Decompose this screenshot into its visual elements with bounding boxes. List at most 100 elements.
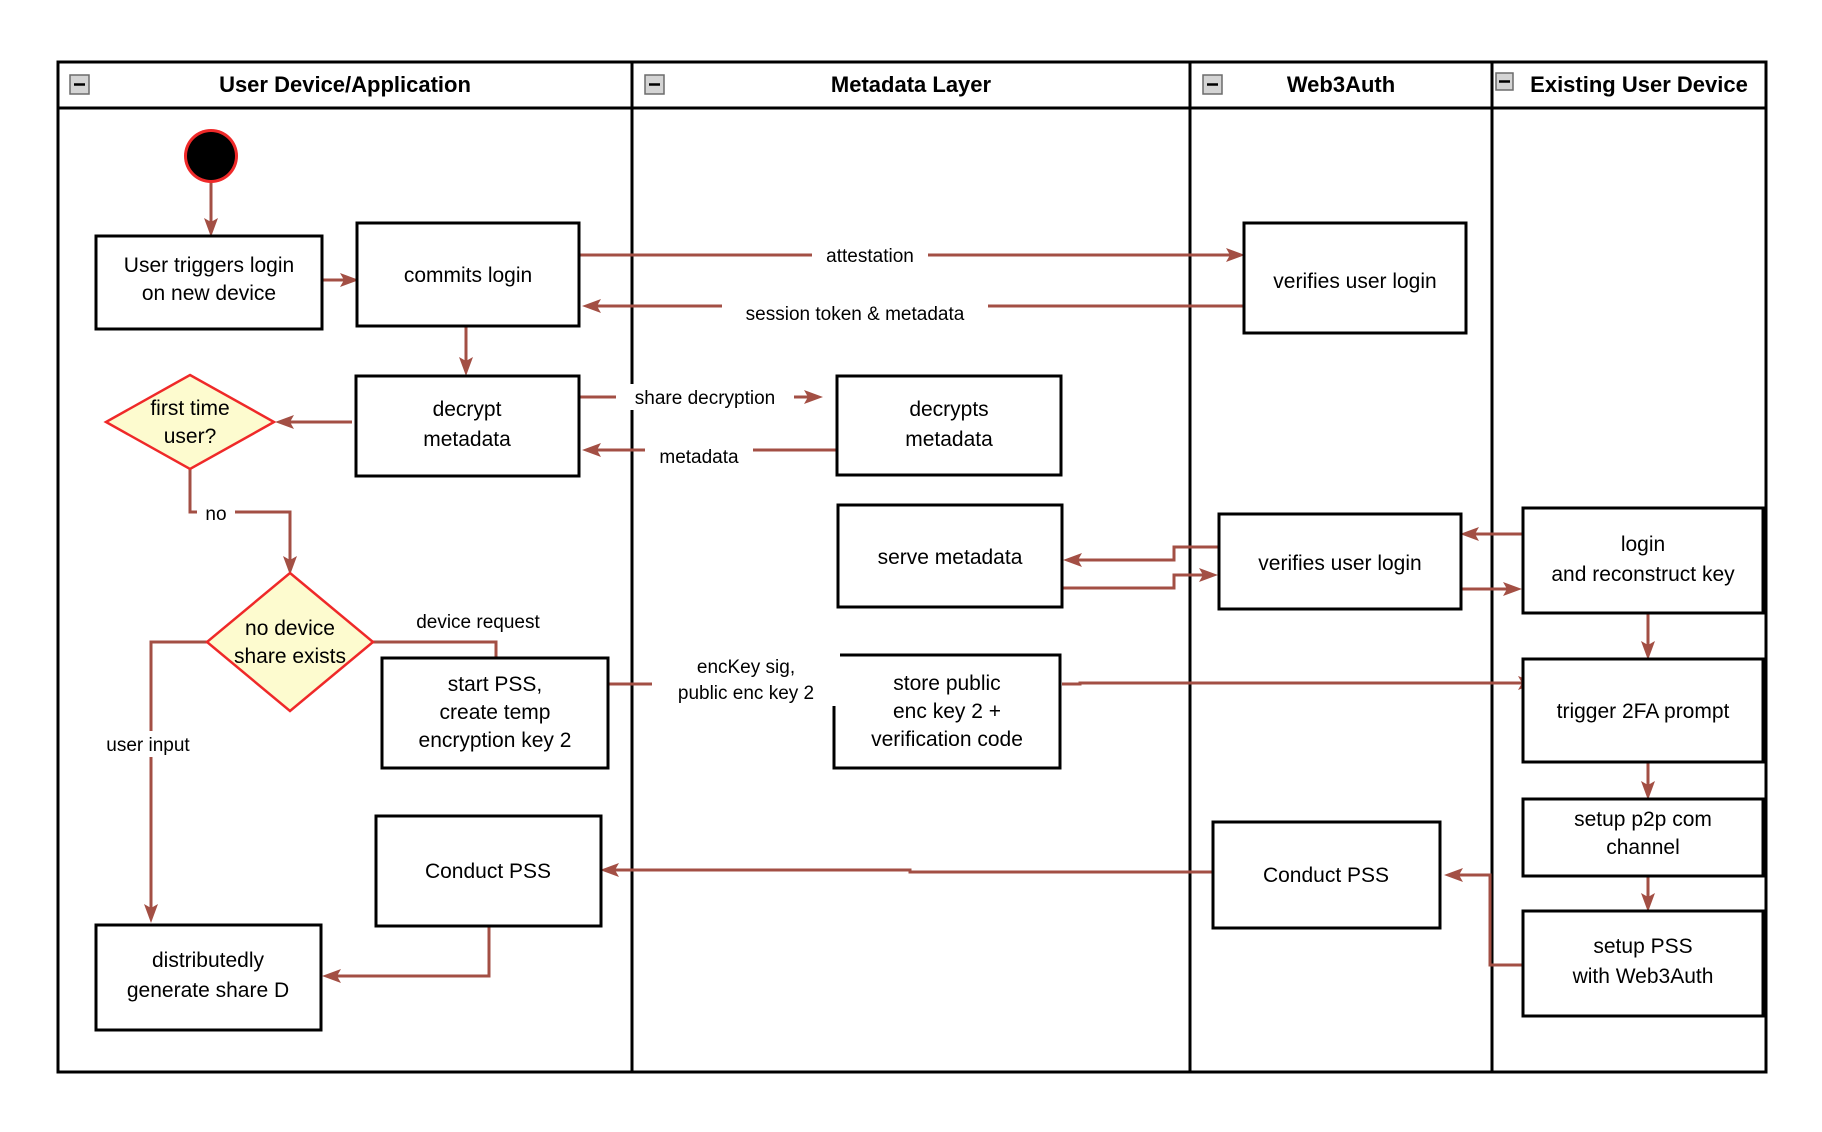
node-decrypt-metadata[interactable]: decrypt metadata	[354, 374, 581, 478]
node-verifies-user-login-2[interactable]: verifies user login	[1217, 512, 1463, 611]
node-label-line: no device	[245, 617, 335, 640]
node-label-line: verifies user login	[1273, 270, 1436, 293]
lane-header-web3auth[interactable]: Web3Auth	[1202, 72, 1395, 97]
node-label-line: verification code	[871, 728, 1023, 751]
edge-label-text: session token & metadata	[746, 304, 965, 325]
edge-label-text: public enc key 2	[678, 683, 814, 704]
edge-label-text: encKey sig,	[697, 657, 795, 678]
node-label-line: decrypts	[909, 398, 988, 421]
edge-label-device-request: device request	[396, 608, 560, 634]
node-label-line: with Web3Auth	[1572, 965, 1714, 988]
node-label-line: create temp	[440, 701, 551, 724]
lane-title-metadata-layer: Metadata Layer	[831, 72, 992, 97]
node-decrypts-metadata[interactable]: decrypts metadata	[835, 374, 1063, 477]
node-label-line: enc key 2 +	[893, 700, 1001, 723]
node-setup-pss-with-web3auth[interactable]: setup PSS with Web3Auth	[1521, 909, 1765, 1018]
node-trigger-2fa-prompt[interactable]: trigger 2FA prompt	[1521, 657, 1765, 764]
edge-label-metadata: metadata	[645, 443, 753, 469]
node-user-triggers-login[interactable]: User triggers login on new device	[94, 234, 324, 331]
edge-decrypt-metadata-to-first-time-user	[275, 415, 352, 429]
edge-serve-metadata-to-verifies-user-login-2	[1063, 568, 1218, 590]
edge-first-time-user-no	[188, 468, 297, 575]
edge-label-share-decryption: share decryption	[616, 384, 794, 410]
swimlane-outer-frame	[56, 60, 1768, 1074]
edge-setup-pss-to-conduct-pss-web3auth	[1444, 868, 1522, 967]
edge-commits-login-to-decrypt-metadata	[459, 326, 473, 376]
node-label-line: setup p2p com	[1574, 808, 1712, 831]
node-no-device-share-exists-decision[interactable]: no device share exists	[205, 571, 375, 713]
node-conduct-pss-user[interactable]: Conduct PSS	[374, 814, 603, 928]
node-distributedly-generate-share-d[interactable]: distributedly generate share D	[94, 923, 323, 1032]
node-label-line: commits login	[404, 264, 532, 287]
edge-verifies-user-login-2-to-login	[1460, 582, 1522, 596]
edge-label-attestation: attestation	[812, 242, 928, 268]
edge-label-text: device request	[416, 612, 540, 633]
lane-title-web3auth: Web3Auth	[1287, 72, 1395, 97]
node-first-time-user-decision[interactable]: first time user?	[103, 373, 277, 471]
edge-label-text: attestation	[826, 246, 914, 267]
edge-label-no: no	[197, 500, 235, 526]
lane-title-existing-user-device: Existing User Device	[1530, 72, 1748, 97]
node-label-line: user?	[164, 425, 217, 448]
node-setup-p2p-channel[interactable]: setup p2p com channel	[1521, 797, 1765, 878]
edge-conduct-pss-web3auth-to-user	[600, 863, 1214, 877]
edge-label-enckey-sig: encKey sig, public enc key 2	[652, 652, 840, 706]
node-label-line: channel	[1606, 836, 1680, 859]
node-label-line: first time	[150, 397, 229, 420]
edge-start-to-user-triggers-login	[204, 182, 218, 237]
node-store-public-enc-key[interactable]: store public enc key 2 + verification co…	[832, 653, 1062, 770]
start-node[interactable]	[184, 129, 238, 183]
node-login-and-reconstruct-key[interactable]: login and reconstruct key	[1521, 506, 1765, 615]
node-label-line: trigger 2FA prompt	[1557, 700, 1730, 723]
edge-verifies-user-login-2-to-serve-metadata	[1063, 545, 1218, 567]
lane-header-metadata-layer[interactable]: Metadata Layer	[644, 72, 992, 97]
node-label-line: Conduct PSS	[425, 860, 551, 883]
edge-user-triggers-login-to-commits-login	[322, 273, 359, 287]
node-commits-login[interactable]: commits login	[355, 221, 581, 328]
node-label-line: encryption key 2	[419, 729, 572, 752]
edge-label-text: user input	[106, 735, 190, 756]
edge-label-text: metadata	[659, 447, 739, 468]
minus-box-icon[interactable]	[644, 74, 665, 95]
node-label-line: serve metadata	[878, 546, 1023, 569]
node-label-line: distributedly	[152, 949, 265, 972]
edge-label-session-token: session token & metadata	[722, 300, 988, 326]
edge-conduct-pss-to-generate-share-d	[322, 925, 491, 983]
lane-header-existing-user-device[interactable]: Existing User Device	[1495, 72, 1748, 97]
node-label-line: setup PSS	[1593, 935, 1692, 958]
node-label-line: metadata	[423, 428, 511, 451]
edge-label-user-input: user input	[92, 731, 204, 757]
node-conduct-pss-web3auth[interactable]: Conduct PSS	[1211, 820, 1442, 930]
minus-box-icon[interactable]	[69, 74, 90, 95]
node-label-line: and reconstruct key	[1551, 563, 1735, 586]
lane-header-user-device[interactable]: User Device/Application	[69, 72, 471, 97]
edge-user-input	[144, 640, 207, 923]
lane-title-user-device: User Device/Application	[219, 72, 471, 97]
edge-trigger-2fa-to-setup-p2p	[1641, 762, 1655, 800]
node-label-line: generate share D	[127, 979, 289, 1002]
edge-login-to-trigger-2fa	[1641, 613, 1655, 660]
node-label-line: share exists	[234, 645, 346, 668]
node-label-line: User triggers login	[124, 254, 294, 277]
node-label-line: metadata	[905, 428, 993, 451]
node-label-line: store public	[893, 672, 1000, 695]
node-label-line: Conduct PSS	[1263, 864, 1389, 887]
node-label-line: on new device	[142, 282, 276, 305]
edge-setup-p2p-to-setup-pss	[1641, 876, 1655, 912]
node-label-line: decrypt	[433, 398, 502, 421]
edge-login-to-verifies-user-login-2	[1460, 527, 1522, 541]
minus-box-icon[interactable]	[1495, 72, 1514, 91]
node-serve-metadata[interactable]: serve metadata	[836, 503, 1064, 609]
node-verifies-user-login-1[interactable]: verifies user login	[1242, 221, 1468, 335]
minus-box-icon[interactable]	[1202, 74, 1223, 95]
node-label-line: start PSS,	[448, 673, 543, 696]
edge-label-text: no	[205, 504, 226, 525]
node-label-line: login	[1621, 533, 1665, 556]
node-start-pss[interactable]: start PSS, create temp encryption key 2	[380, 656, 610, 770]
node-label-line: verifies user login	[1258, 552, 1421, 575]
